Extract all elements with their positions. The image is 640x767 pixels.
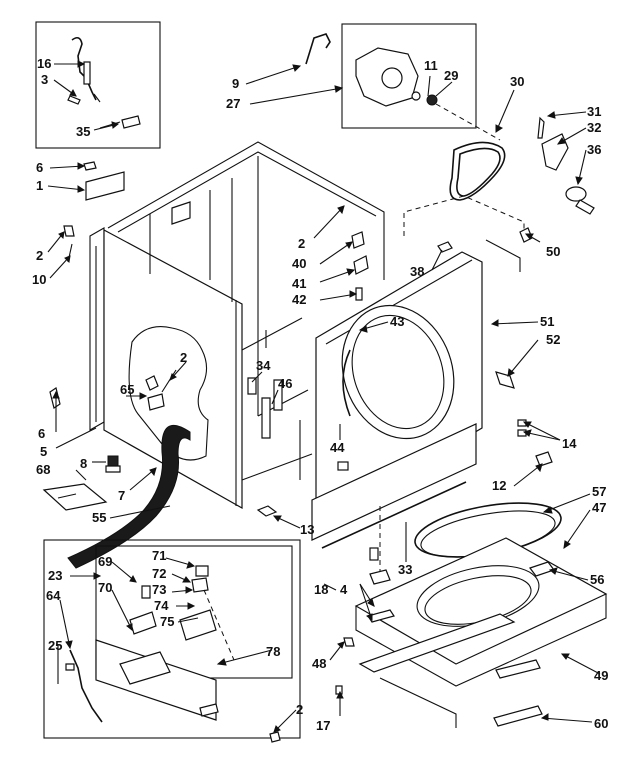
inset-box-top-left [35, 21, 161, 149]
callout-labels: 16 3 35 6 1 2 10 9 27 11 29 30 31 32 36 … [32, 56, 608, 733]
callout-25: 25 [48, 638, 62, 653]
callout-55: 55 [92, 510, 106, 525]
callout-75: 75 [160, 614, 174, 629]
control-inset-box [43, 539, 301, 743]
callout-34: 34 [256, 358, 271, 373]
callout-33: 33 [398, 562, 412, 577]
callout-51: 51 [540, 314, 554, 329]
lower-left-parts [42, 387, 278, 517]
callout-9: 9 [232, 76, 239, 91]
toe-panel [311, 423, 477, 586]
callout-6: 6 [38, 426, 45, 441]
callout-11: 11 [424, 58, 438, 73]
callout-23: 23 [48, 568, 62, 583]
callout-4: 4 [340, 582, 348, 597]
exhaust-duct [67, 424, 191, 569]
callout-16: 16 [37, 56, 51, 71]
callout-47: 47 [592, 500, 606, 515]
callout-41: 41 [292, 276, 306, 291]
callout-29: 29 [444, 68, 458, 83]
callout-7: 7 [118, 488, 125, 503]
callout-52: 52 [546, 332, 560, 347]
callout-69: 69 [98, 554, 112, 569]
callout-72: 72 [152, 566, 166, 581]
callout-2: 2 [36, 248, 43, 263]
callout-36: 36 [587, 142, 601, 157]
callout-57: 57 [592, 484, 606, 499]
callout-64: 64 [46, 588, 61, 603]
callout-27: 27 [226, 96, 240, 111]
callout-31: 31 [587, 104, 601, 119]
leader-arrows [47, 60, 601, 733]
callout-13: 13 [300, 522, 314, 537]
callout-49: 49 [594, 668, 608, 683]
callout-6: 6 [36, 160, 43, 175]
callout-12: 12 [492, 478, 506, 493]
inset-box-motor [305, 23, 501, 141]
callout-78: 78 [266, 644, 280, 659]
top-left-small-parts [63, 161, 125, 263]
callout-2: 2 [298, 236, 305, 251]
callout-32: 32 [587, 120, 601, 135]
callout-38: 38 [410, 264, 424, 279]
callout-2: 2 [180, 350, 187, 365]
cabinet-body [89, 141, 385, 510]
callout-1: 1 [36, 178, 43, 193]
callout-8: 8 [80, 456, 87, 471]
callout-18: 18 [314, 582, 328, 597]
callout-46: 46 [278, 376, 292, 391]
callout-65: 65 [120, 382, 134, 397]
callout-71: 71 [152, 548, 166, 563]
callout-2: 2 [296, 702, 303, 717]
callout-40: 40 [292, 256, 306, 271]
callout-44: 44 [330, 440, 345, 455]
callout-43: 43 [390, 314, 404, 329]
base-screws [335, 637, 355, 695]
callout-5: 5 [40, 444, 47, 459]
callout-68: 68 [36, 462, 50, 477]
callout-74: 74 [154, 598, 169, 613]
callout-56: 56 [590, 572, 604, 587]
callout-10: 10 [32, 272, 46, 287]
callout-14: 14 [562, 436, 577, 451]
base-assembly [354, 502, 608, 728]
callout-17: 17 [316, 718, 330, 733]
callout-50: 50 [546, 244, 560, 259]
callout-60: 60 [594, 716, 608, 731]
callout-35: 35 [76, 124, 90, 139]
callout-73: 73 [152, 582, 166, 597]
callout-48: 48 [312, 656, 326, 671]
callout-3: 3 [41, 72, 48, 87]
right-small-parts [351, 227, 553, 467]
callout-42: 42 [292, 292, 306, 307]
callout-70: 70 [98, 580, 112, 595]
callout-30: 30 [510, 74, 524, 89]
